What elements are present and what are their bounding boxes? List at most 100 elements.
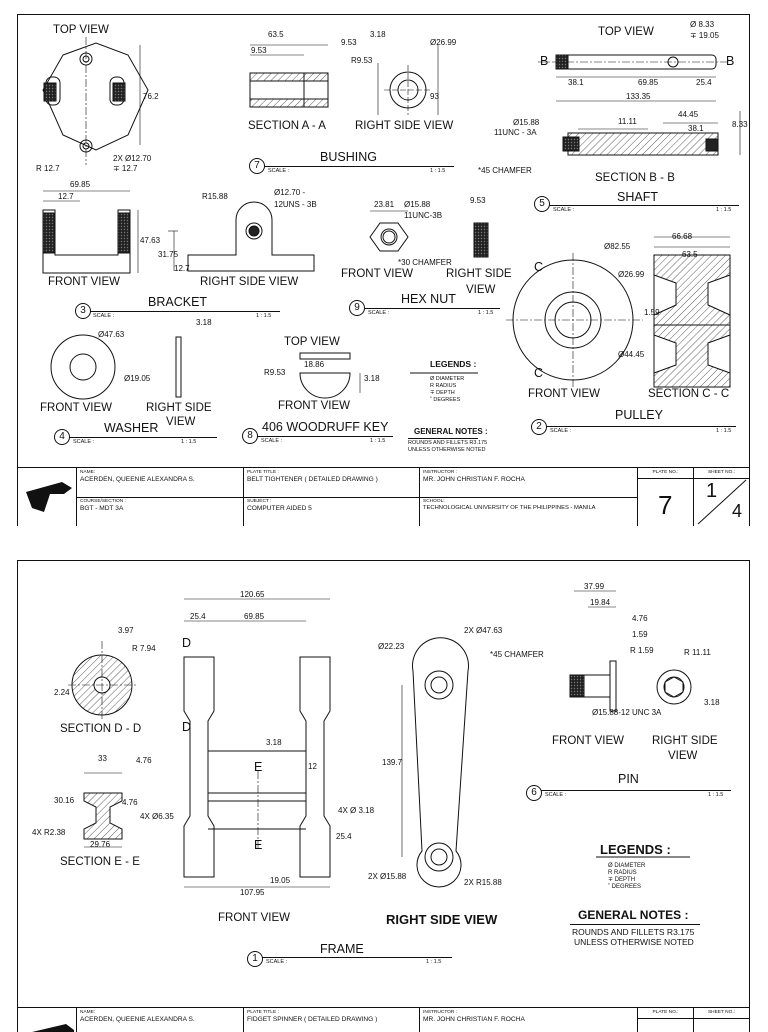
- instructor: MR. JOHN CHRISTIAN F. ROCHA: [423, 1015, 525, 1023]
- dim-text: 9.53: [341, 38, 357, 47]
- logo-icon: [26, 482, 72, 512]
- washer-right-label: VIEW: [166, 416, 196, 428]
- instructor-caption: INSTRUCTOR :: [423, 470, 458, 475]
- dim-text: 2X Ø47.63: [464, 626, 503, 635]
- frame-right-side-label: RIGHT SIDE VIEW: [386, 912, 498, 927]
- hexnut-front-outline: [369, 222, 409, 252]
- dim-text: 4.76: [632, 614, 648, 623]
- dim-text: 31.75: [158, 250, 179, 259]
- course-section: BGT - MDT 3A: [80, 504, 124, 512]
- legends-title: LEGENDS :: [600, 842, 671, 857]
- dim-text: Ø22.23: [378, 642, 405, 651]
- section-c-marker: C: [534, 260, 544, 274]
- title-block: NAME: ACERDEN, QUEENIE ALEXANDRA S. PLAT…: [18, 1007, 749, 1032]
- name-cell: NAME: ACERDEN, QUEENIE ALEXANDRA S.: [76, 1008, 243, 1032]
- name-caption: NAME:: [80, 1010, 96, 1015]
- legend-item: Ø DIAMETER: [430, 376, 465, 382]
- pulley-front-label: FRONT VIEW: [528, 388, 600, 400]
- student-name: ACERDEN, QUEENIE ALEXANDRA S.: [80, 1015, 195, 1023]
- drawing-sheet-belt-tightener: TOP VIEW 63.5 9.53 9.53 3.18 Ø26.99 R9.5…: [17, 14, 750, 526]
- general-notes-title: GENERAL NOTES :: [414, 427, 488, 436]
- dim-text: 25.4: [190, 612, 206, 621]
- section-ee-outline: [83, 792, 123, 840]
- general-notes-rule: [570, 924, 700, 925]
- dim-text: R 12.7: [36, 164, 60, 173]
- sheet2-drawing-geometry: [68, 590, 692, 888]
- legend-item: R RADIUS: [430, 383, 457, 389]
- dim-text: 25.4: [696, 78, 712, 87]
- part-title: HEX NUT: [401, 292, 456, 306]
- part-title: FRAME: [320, 942, 364, 956]
- dim-text: Ø26.99: [430, 38, 457, 47]
- sheet1-drawing-geometry: [42, 37, 741, 400]
- plate-title: FIDGET SPINNER ( DETAILED DRAWING ): [247, 1015, 378, 1023]
- shaft-top-view-label: TOP VIEW: [598, 26, 654, 38]
- title-block-divider: [637, 1018, 749, 1019]
- sheet-no-cell: SHEET NO.:: [693, 1008, 749, 1032]
- dim-text: 69.85: [244, 612, 265, 621]
- bracket-side-outline: [187, 201, 315, 272]
- plate-title: BELT TIGHTENER ( DETAILED DRAWING ): [247, 475, 378, 483]
- school-cell: SCHOOL: TECHNOLOGICAL UNIVERSITY OF THE …: [419, 497, 637, 526]
- legend-item: Ø DIAMETER: [608, 863, 646, 869]
- legend-item: ˚ DEGREES: [608, 884, 642, 890]
- dim-text: R 1.59: [630, 646, 654, 655]
- dim-text: 4X Ø6.35: [140, 812, 174, 821]
- section-b-marker: B: [726, 54, 735, 68]
- dim-text: 1.59: [632, 630, 648, 639]
- section-c-marker: C: [534, 366, 544, 380]
- dim-text: 69.85: [638, 78, 659, 87]
- dim-text: *45 CHAMFER: [490, 650, 544, 659]
- part-title-rule: [69, 437, 217, 438]
- scale-label: SCALE :: [93, 313, 115, 319]
- part-number-badge: 3: [75, 303, 91, 319]
- dim-text: 63.5: [682, 250, 698, 259]
- dim-text: Ø26.99: [618, 270, 645, 279]
- key-top-label: TOP VIEW: [284, 336, 340, 348]
- dim-text: 3.18: [704, 698, 720, 707]
- title-block-divider: [76, 497, 637, 498]
- scale-value: 1 : 1.5: [478, 310, 494, 316]
- frame-front-label: FRONT VIEW: [218, 912, 290, 924]
- name-caption: NAME:: [80, 470, 96, 475]
- frame-front-outline: [183, 656, 215, 878]
- dim-text: Ø19.05: [124, 374, 151, 383]
- dim-text: 29.76: [90, 840, 111, 849]
- section-e-marker: E: [254, 760, 263, 774]
- dim-text: 2X Ø12.70: [113, 154, 152, 163]
- scale-label: SCALE :: [268, 168, 290, 174]
- general-notes-rule: [408, 438, 478, 439]
- dim-text: 44.45: [678, 110, 699, 119]
- dim-text: R 7.94: [132, 644, 156, 653]
- dim-text: 19.05: [270, 876, 291, 885]
- dim-text: 133.35: [626, 92, 651, 101]
- key-front-outline: [299, 372, 351, 399]
- dim-text: R15.88: [202, 192, 228, 201]
- dim-text: Ø15.88: [404, 200, 431, 209]
- sheet-fraction-slash: [697, 479, 747, 525]
- legend-item: ˚ DEGREES: [430, 397, 461, 403]
- part-title-rule: [257, 436, 393, 437]
- general-notes-line: ROUNDS AND FILLETS R3.175: [408, 440, 488, 446]
- legends-title: LEGENDS :: [430, 359, 477, 369]
- plate-no-cell: PLATE NO.:: [637, 1008, 693, 1032]
- general-notes-line: ROUNDS AND FILLETS R3.175: [572, 927, 695, 937]
- scale-label: SCALE :: [73, 439, 95, 445]
- general-notes-title: GENERAL NOTES :: [578, 908, 689, 922]
- plate-no-caption: PLATE NO.:: [652, 1010, 679, 1015]
- dim-text: 4.76: [136, 756, 152, 765]
- school-caption: SCHOOL:: [423, 499, 445, 504]
- dim-text: 4X R2.38: [32, 828, 66, 837]
- section-d-marker: D: [182, 636, 192, 650]
- dim-text: 12.7: [58, 192, 74, 201]
- part-title: PULLEY: [615, 408, 663, 422]
- plate-title-caption: PLATE TITLE :: [247, 1010, 279, 1015]
- scale-label: SCALE :: [553, 207, 575, 213]
- logo-icon: [32, 1024, 74, 1032]
- hexnut-front-label: FRONT VIEW: [341, 268, 413, 280]
- drawing-sheet-fidget-spinner: 3.97 R 7.94 2.24 SECTION D - D 33 4.76 3…: [17, 560, 750, 1032]
- dim-text: 4X Ø 3.18: [338, 806, 375, 815]
- dim-text: Ø 8.33: [690, 20, 715, 29]
- scale-value: 1 : 1.5: [181, 439, 197, 445]
- dim-text: Ø15.88-12 UNC 3A: [592, 708, 662, 717]
